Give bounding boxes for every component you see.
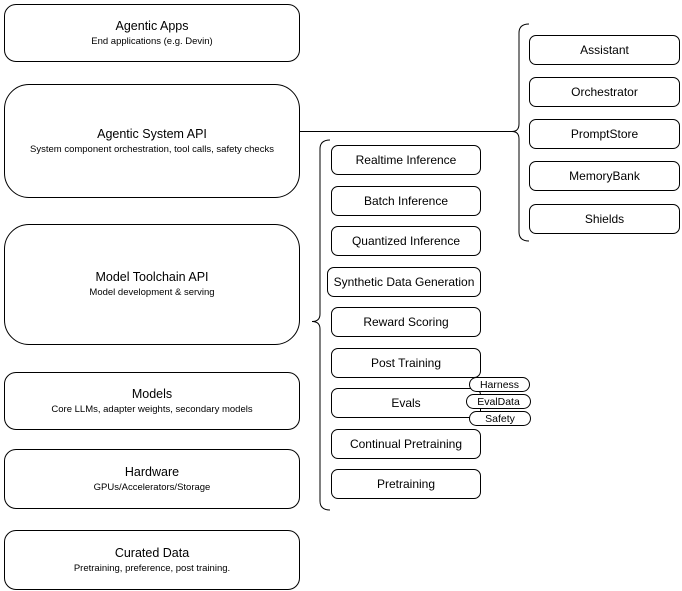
node-synthetic-data-generation: Synthetic Data Generation <box>327 267 481 297</box>
node-title: Agentic System API <box>97 126 207 141</box>
node-realtime-inference: Realtime Inference <box>331 145 481 175</box>
node-curated-data: Curated Data Pretraining, preference, po… <box>4 530 300 590</box>
node-pretraining: Pretraining <box>331 469 481 499</box>
node-label: Batch Inference <box>363 194 449 208</box>
tag-evaldata: EvalData <box>466 394 531 409</box>
node-shields: Shields <box>529 204 680 234</box>
tag-label: Harness <box>479 378 520 391</box>
node-label: Pretraining <box>376 477 436 491</box>
tag-safety: Safety <box>469 411 531 426</box>
node-label: PromptStore <box>570 127 639 141</box>
node-title: Agentic Apps <box>115 18 189 33</box>
node-hardware: Hardware GPUs/Accelerators/Storage <box>4 449 300 509</box>
node-label: MemoryBank <box>569 169 640 183</box>
node-agentic-apps: Agentic Apps End applications (e.g. Devi… <box>4 4 300 62</box>
node-reward-scoring: Reward Scoring <box>331 307 481 337</box>
node-title: Curated Data <box>114 545 190 560</box>
node-agentic-system-api: Agentic System API System component orch… <box>4 84 300 198</box>
node-subtitle: GPUs/Accelerators/Storage <box>93 481 211 493</box>
node-evals: Evals <box>331 388 481 418</box>
node-subtitle: End applications (e.g. Devin) <box>91 35 213 47</box>
node-continual-pretraining: Continual Pretraining <box>331 429 481 459</box>
node-batch-inference: Batch Inference <box>331 186 481 216</box>
node-promptstore: PromptStore <box>529 119 680 149</box>
tag-label: Safety <box>485 412 515 425</box>
node-models: Models Core LLMs, adapter weights, secon… <box>4 372 300 430</box>
system-brace <box>511 23 530 242</box>
node-post-training: Post Training <box>331 348 481 378</box>
node-subtitle: System component orchestration, tool cal… <box>30 143 274 155</box>
node-title: Models <box>131 386 173 401</box>
tag-label: EvalData <box>477 395 520 408</box>
node-orchestrator: Orchestrator <box>529 77 680 107</box>
node-quantized-inference: Quantized Inference <box>331 226 481 256</box>
tag-harness: Harness <box>469 377 530 392</box>
node-label: Assistant <box>580 43 629 57</box>
node-label: Continual Pretraining <box>349 437 463 451</box>
node-subtitle: Model development & serving <box>89 287 215 298</box>
node-label: Realtime Inference <box>355 153 457 167</box>
node-subtitle: Core LLMs, adapter weights, secondary mo… <box>51 403 253 415</box>
node-label: Reward Scoring <box>363 315 449 329</box>
node-assistant: Assistant <box>529 35 680 65</box>
node-label: Shields <box>584 212 625 226</box>
node-label: Quantized Inference <box>351 234 461 248</box>
node-label: Post Training <box>370 356 442 370</box>
node-label: Synthetic Data Generation <box>333 275 475 289</box>
node-model-toolchain-api: Model Toolchain API Model development & … <box>4 224 300 345</box>
toolchain-brace <box>311 139 331 511</box>
node-title: Model Toolchain API <box>95 270 209 284</box>
node-title: Hardware <box>124 464 180 479</box>
node-subtitle: Pretraining, preference, post training. <box>73 562 231 574</box>
node-memorybank: MemoryBank <box>529 161 680 191</box>
node-label: Evals <box>391 396 421 410</box>
node-label: Orchestrator <box>571 85 638 99</box>
